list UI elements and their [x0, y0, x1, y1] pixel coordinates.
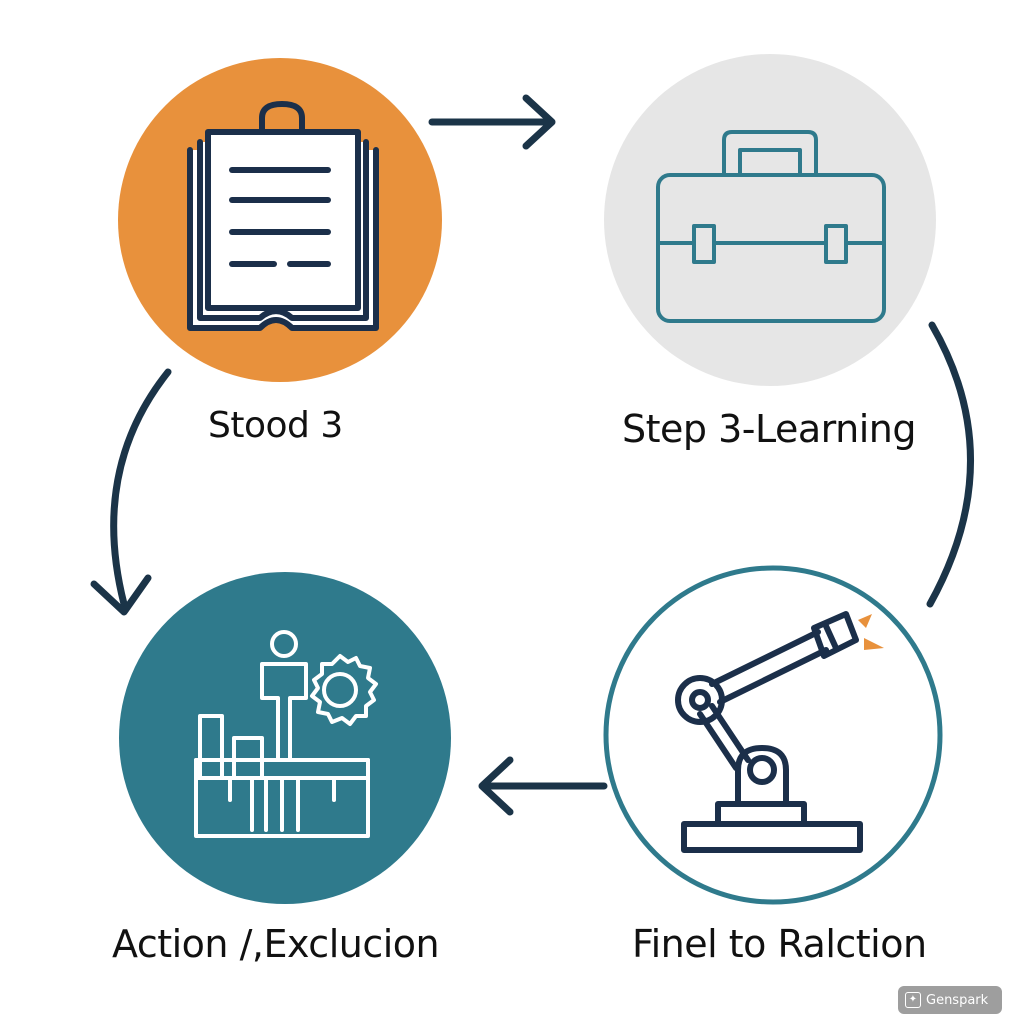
worker-gear-factory-icon — [194, 630, 378, 838]
watermark-text: Genspark — [926, 992, 989, 1008]
arrows — [90, 94, 974, 816]
robotic-arm-icon — [675, 611, 863, 853]
step-3-node — [119, 572, 451, 904]
arrow-step1-to-step2 — [428, 94, 556, 150]
watermark-badge: ✦ Genspark — [898, 986, 1002, 1014]
step-4-circle — [603, 565, 943, 905]
step-2-node — [604, 54, 936, 386]
step-4-label: Finel to Ralction — [632, 922, 927, 966]
arrow-step2-to-step4 — [926, 321, 974, 608]
document-clipboard-icon — [187, 101, 379, 331]
step-2-label: Step 3-Learning — [622, 407, 916, 451]
step-1-label: Stood 3 — [208, 405, 343, 446]
arrow-step4-to-step3 — [478, 756, 608, 816]
step-1-node — [118, 58, 442, 382]
arrow-step1-to-step3 — [90, 368, 172, 616]
sparkle-icon: ✦ — [905, 992, 921, 1008]
briefcase-icon — [656, 130, 886, 323]
spark-icon — [858, 614, 884, 650]
gear-icon — [310, 654, 378, 726]
step-3-circle — [119, 572, 451, 904]
step-4-node — [603, 565, 943, 905]
step-2-circle — [604, 54, 936, 386]
step-3-label: Action /,Exclucion — [112, 922, 440, 966]
